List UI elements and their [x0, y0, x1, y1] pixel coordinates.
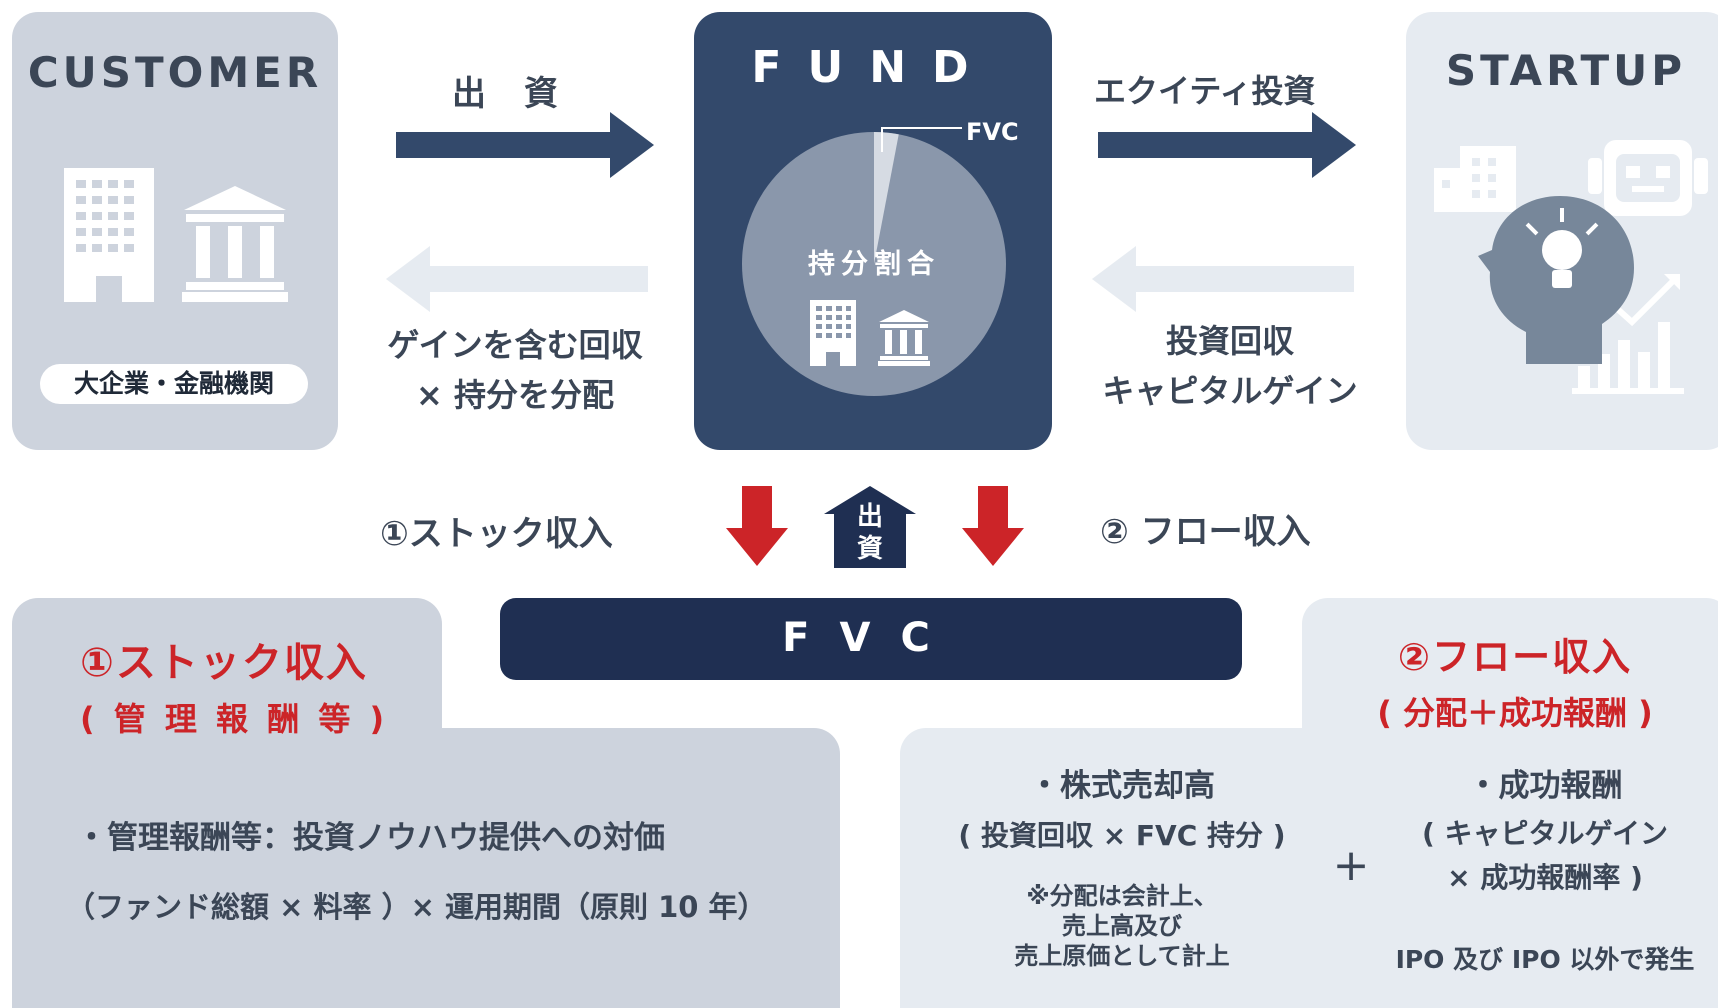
flow-col2-note: IPO 及び IPO 以外で発生: [1395, 945, 1695, 974]
return-right-label-2: キャピタルゲイン: [1102, 372, 1358, 410]
flow-col1-note1: ※分配は会計上、: [1026, 882, 1218, 910]
idea-head-icon: [1478, 196, 1634, 364]
house-label-2: 資: [856, 534, 883, 564]
invest-label: 出 資: [452, 74, 560, 114]
pie-center-label: 持分割合: [808, 249, 940, 280]
fvc-bar: FVC: [500, 598, 1242, 680]
plus-sign: +: [1332, 840, 1370, 891]
flow-col2-sub2: × 成功報酬率 ): [1447, 861, 1643, 894]
flow-panel-tab: [1302, 598, 1718, 738]
flow-col2-sub1: ( キャピタルゲイン: [1422, 817, 1668, 850]
invest-arrow: [396, 112, 654, 178]
return-left-label-1: ゲインを含む回収: [387, 326, 643, 364]
stock-panel-subheading: ( 管 理 報 酬 等 ): [80, 700, 389, 738]
pie-slice-label: FVC: [966, 118, 1019, 146]
office-building-icon: [64, 168, 154, 302]
stock-panel-line2: （ファンド総額 × 料率 ）× 運用期間（原則 10 年）: [66, 890, 767, 924]
fund-pie-chart: [742, 132, 1006, 396]
flow-panel-heading: ②フロー収入: [1397, 635, 1633, 679]
flow-col2-title: ・成功報酬: [1467, 768, 1623, 804]
growth-chart-icon: [1572, 274, 1684, 394]
stock-panel-tab: [12, 598, 442, 738]
fund-building-icon: [810, 300, 856, 366]
customer-badge: 大企業・金融機関: [40, 364, 308, 404]
equity-label: エクイティ投資: [1094, 72, 1316, 110]
flow-income-label: ② フロー収入: [1100, 512, 1311, 552]
flow-col1-sub: ( 投資回収 × FVC 持分 ): [958, 819, 1286, 852]
flow-col1-note3: 売上原価として計上: [1014, 942, 1230, 970]
return-left-label-2: × 持分を分配: [416, 376, 614, 414]
stock-panel-heading: ①ストック収入: [80, 640, 368, 686]
house-label-1: 出: [856, 502, 883, 532]
stock-panel-body: [12, 728, 840, 1008]
startup-buildings-icon: [1434, 146, 1516, 212]
flow-down-arrow: [962, 486, 1024, 566]
flow-panel-body: [900, 728, 1718, 1008]
flow-panel-subheading: ( 分配＋成功報酬 ): [1377, 694, 1653, 732]
stock-panel-line1: ・管理報酬等：投資ノウハウ提供への対価: [76, 820, 665, 856]
customer-title: CUSTOMER: [27, 48, 323, 97]
fvc-leader-line: [881, 127, 962, 152]
fund-title: FUND: [751, 42, 995, 93]
investment-house-icon: [824, 486, 916, 568]
stock-income-label: ①ストック収入: [380, 514, 613, 554]
stock-down-arrow: [726, 486, 788, 566]
startup-title: STARTUP: [1445, 46, 1687, 95]
flow-col1-note2: 売上高及び: [1062, 912, 1182, 940]
robot-icon: [1588, 140, 1708, 216]
equity-arrow: [1098, 112, 1356, 178]
return-left-arrow: [386, 246, 648, 312]
return-right-label-1: 投資回収: [1165, 322, 1294, 360]
return-right-arrow: [1092, 246, 1354, 312]
flow-col1-title: ・株式売却高: [1029, 768, 1215, 804]
bank-icon: [182, 186, 288, 302]
pie-slice-fvc: [874, 132, 899, 264]
fund-bank-icon: [878, 310, 930, 366]
